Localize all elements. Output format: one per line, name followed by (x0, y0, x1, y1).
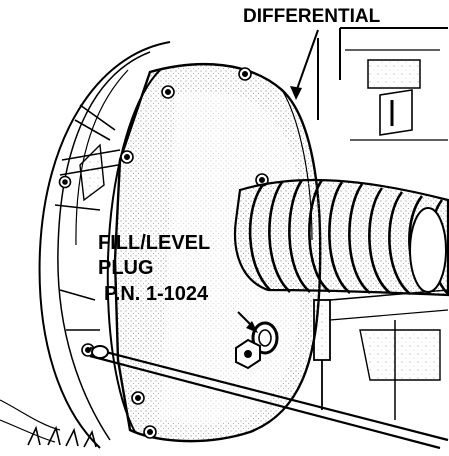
plug-label: PLUG (98, 258, 154, 278)
shock-strut (314, 300, 330, 410)
differential-label: DIFFERENTIAL (243, 7, 380, 26)
axle-boot (235, 180, 448, 295)
tire-tread (0, 400, 96, 447)
part-number-label: P.N. 1-1024 (104, 284, 208, 304)
differential-leader (290, 30, 318, 100)
fill-level-label: FILL/LEVEL (98, 233, 210, 253)
